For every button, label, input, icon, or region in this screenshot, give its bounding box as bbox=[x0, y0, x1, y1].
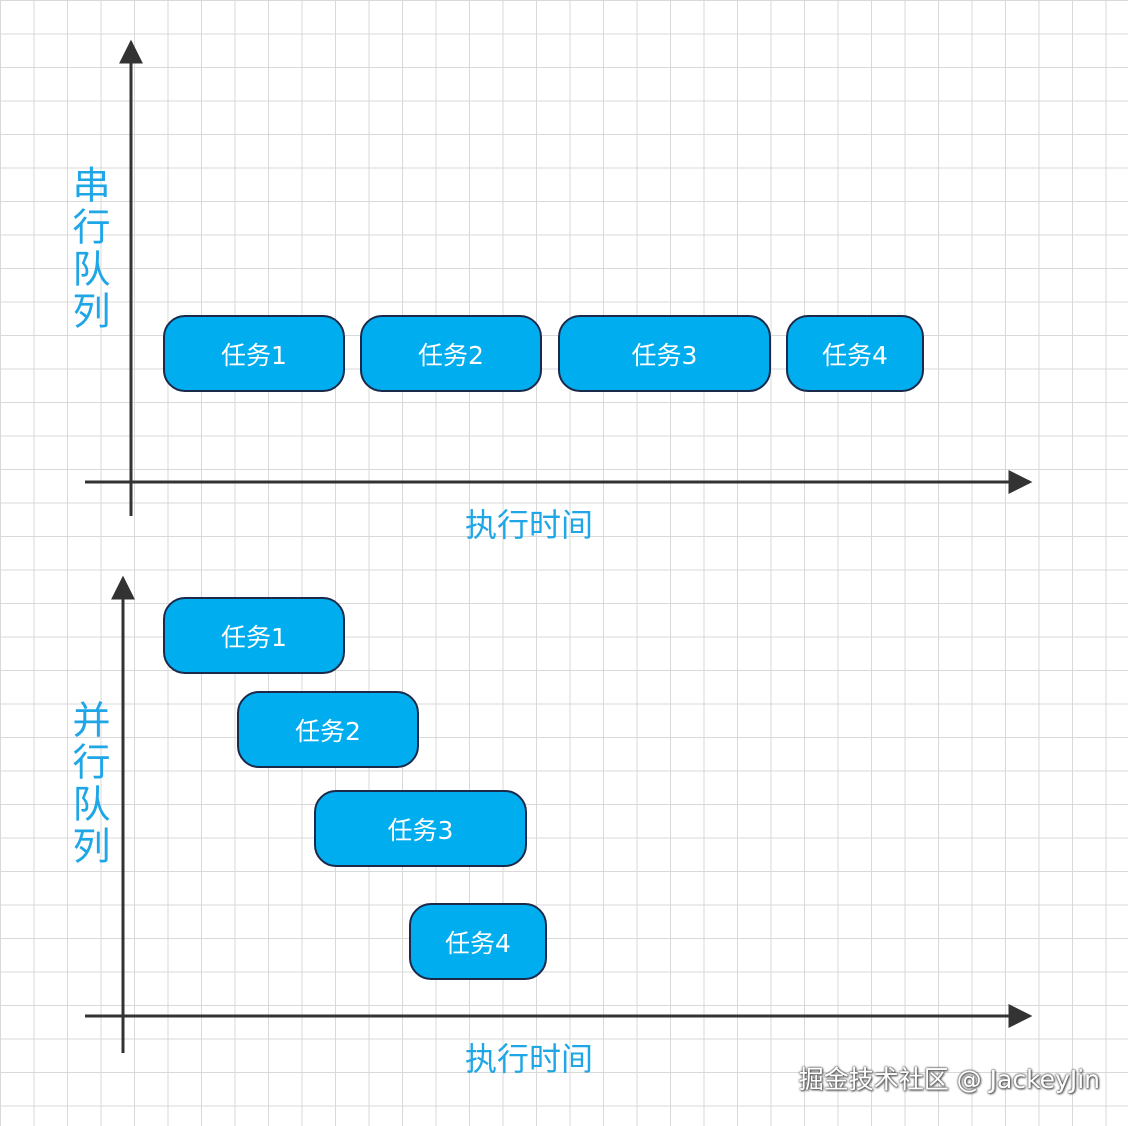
serial-task-3: 任务3 bbox=[558, 315, 771, 392]
serial-task-2: 任务2 bbox=[360, 315, 542, 392]
watermark: 掘金技术社区 @ JackeyJin bbox=[798, 1065, 1100, 1094]
serial-task-1: 任务1 bbox=[163, 315, 345, 392]
serial-time-label: 执行时间 bbox=[465, 506, 594, 544]
parallel-task-2: 任务2 bbox=[237, 691, 419, 768]
parallel-queue-label: 并行队列 bbox=[66, 700, 110, 868]
parallel-task-1: 任务1 bbox=[163, 597, 345, 674]
serial-queue-label: 串行队列 bbox=[66, 165, 110, 333]
parallel-task-4: 任务4 bbox=[409, 903, 547, 980]
parallel-time-label: 执行时间 bbox=[465, 1040, 594, 1078]
serial-task-4: 任务4 bbox=[786, 315, 924, 392]
parallel-task-3: 任务3 bbox=[314, 790, 527, 867]
